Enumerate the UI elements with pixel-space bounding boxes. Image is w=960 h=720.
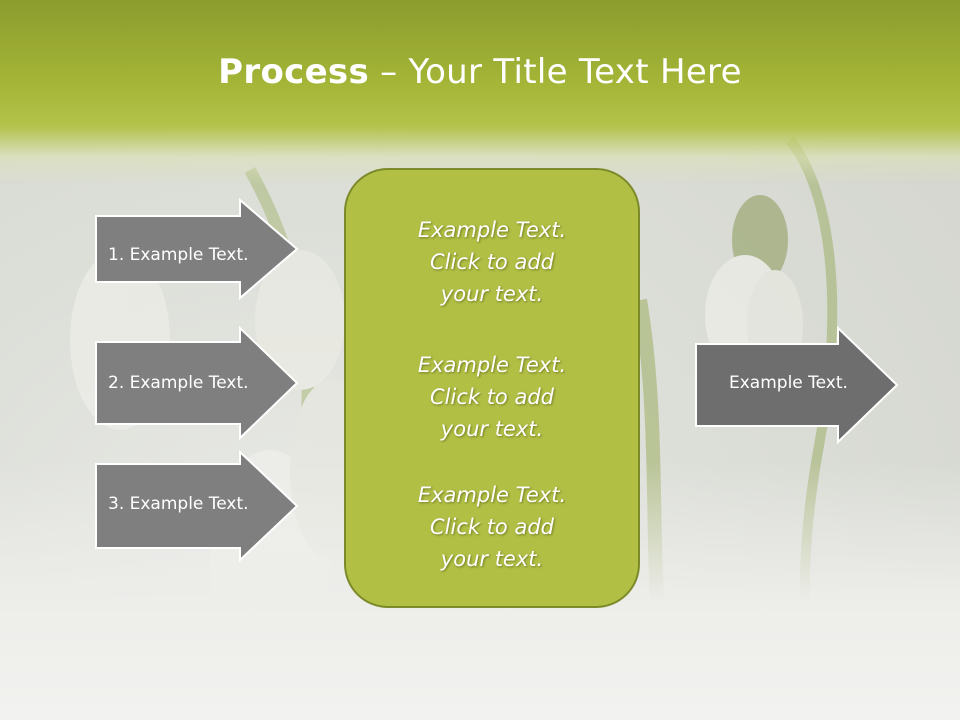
arrow-1-label: 1. Example Text. bbox=[108, 245, 249, 265]
center-paragraph-1-line-2: Click to add bbox=[429, 250, 554, 274]
arrow-2-label: 2. Example Text. bbox=[108, 373, 249, 393]
center-paragraph-1-line-3: your text. bbox=[440, 282, 544, 306]
center-paragraph-2-line-2: Click to add bbox=[429, 385, 554, 409]
title-bold: Process bbox=[218, 52, 370, 92]
arrow-3-label: 3. Example Text. bbox=[108, 494, 249, 514]
center-text-box[interactable]: Example Text. Click to add your text. Ex… bbox=[344, 168, 640, 608]
center-paragraph-3-line-2: Click to add bbox=[429, 515, 554, 539]
center-paragraph-3: Example Text. Click to add your text. bbox=[346, 479, 638, 575]
title-band bbox=[0, 0, 960, 185]
center-paragraph-2-line-1: Example Text. bbox=[417, 353, 567, 377]
center-paragraph-3-line-1: Example Text. bbox=[417, 483, 567, 507]
center-paragraph-2: Example Text. Click to add your text. bbox=[346, 349, 638, 445]
center-paragraph-1: Example Text. Click to add your text. bbox=[346, 214, 638, 310]
arrow-right-label: Example Text. bbox=[729, 373, 848, 393]
arrow-3[interactable] bbox=[94, 450, 300, 564]
arrow-2[interactable] bbox=[94, 326, 300, 440]
slide-title: Process – Your Title Text Here bbox=[0, 52, 960, 92]
center-paragraph-2-line-3: your text. bbox=[440, 417, 544, 441]
center-paragraph-3-line-3: your text. bbox=[440, 547, 544, 571]
center-paragraph-1-line-1: Example Text. bbox=[417, 218, 567, 242]
title-rest: – Your Title Text Here bbox=[369, 52, 742, 92]
arrow-right[interactable] bbox=[694, 326, 900, 444]
arrow-1[interactable] bbox=[94, 198, 300, 300]
